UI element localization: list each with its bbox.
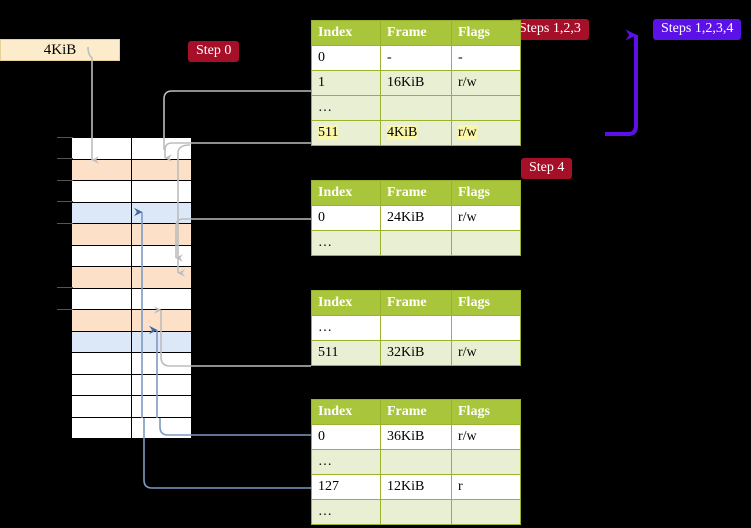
memory-boundary-tick — [57, 201, 73, 202]
table-cell: … — [311, 315, 381, 341]
highlighted-value: 511 — [318, 125, 339, 140]
table-row: … — [311, 95, 521, 121]
table-cell: r/w — [451, 120, 521, 146]
wire-steps-bracket — [605, 29, 638, 136]
memory-column-divider — [131, 138, 132, 439]
table-row: 0-- — [311, 45, 521, 71]
memory-boundary-tick — [57, 309, 73, 310]
table-cell — [380, 499, 452, 525]
table-cell: … — [311, 230, 381, 256]
table-cell: r/w — [451, 424, 521, 450]
table-cell: 12KiB — [380, 474, 452, 500]
table-cell: 1 — [311, 70, 381, 96]
badge-step-0: Step 0 — [188, 41, 240, 63]
column-header-frame: Frame — [380, 290, 452, 316]
column-header-flags: Flags — [451, 290, 521, 316]
highlighted-value: 4KiB — [387, 125, 418, 140]
table-cell: 24KiB — [380, 205, 452, 231]
table-cell: 0 — [311, 45, 381, 71]
badge-steps-1234: Steps 1,2,3,4 — [653, 19, 742, 41]
table-cell — [380, 95, 452, 121]
table-cell: 4KiB — [380, 120, 452, 146]
table-cell: 16KiB — [380, 70, 452, 96]
table-row: … — [311, 499, 521, 525]
table-cell: 32KiB — [380, 340, 452, 366]
wire-t2-to-memory — [175, 218, 311, 262]
frame-size-label: 4KiB — [43, 41, 77, 58]
wire-blue-path-helper — [145, 437, 160, 492]
column-header-frame: Frame — [380, 399, 452, 425]
badge-steps-123: Steps 1,2,3 — [511, 19, 589, 41]
table-cell — [451, 449, 521, 475]
table-cell: r/w — [451, 70, 521, 96]
table-cell: r/w — [451, 340, 521, 366]
table-cell: r — [451, 474, 521, 500]
table-cell — [451, 499, 521, 525]
table-cell — [380, 315, 452, 341]
table-cell: … — [311, 95, 381, 121]
column-header-flags: Flags — [451, 399, 521, 425]
memory-boundary-tick — [57, 287, 73, 288]
frame-size-box: 4KiB — [0, 39, 120, 61]
purple-arrow — [605, 29, 638, 136]
memory-boundary-tick — [57, 223, 73, 224]
badge-step-4: Step 4 — [521, 158, 573, 180]
memory-boundary-tick — [57, 180, 73, 181]
table-cell: - — [380, 45, 452, 71]
table-cell: … — [311, 499, 381, 525]
memory-boundary-tick — [57, 158, 73, 159]
table-cell — [451, 315, 521, 341]
table-row: … — [311, 315, 521, 341]
physical-memory-column — [71, 137, 191, 439]
table-cell — [380, 449, 452, 475]
table-row: … — [311, 449, 521, 475]
table-cell — [451, 95, 521, 121]
table-cell: - — [451, 45, 521, 71]
memory-boundary-tick — [57, 137, 73, 138]
column-header-flags: Flags — [451, 20, 521, 46]
table-cell: 0 — [311, 424, 381, 450]
table-cell: 511 — [311, 340, 381, 366]
table-cell: … — [311, 449, 381, 475]
column-header-index: Index — [311, 180, 381, 206]
table-row: 511 4KiB r/w — [311, 120, 521, 146]
column-header-frame: Frame — [380, 20, 452, 46]
table-cell — [451, 230, 521, 256]
column-header-frame: Frame — [380, 180, 452, 206]
column-header-index: Index — [311, 20, 381, 46]
highlighted-value: r/w — [458, 125, 477, 140]
table-cell: 127 — [311, 474, 381, 500]
column-header-index: Index — [311, 290, 381, 316]
column-header-index: Index — [311, 399, 381, 425]
table-cell: r/w — [451, 205, 521, 231]
table-cell: 511 — [311, 120, 381, 146]
table-cell — [380, 230, 452, 256]
table-cell: 36KiB — [380, 424, 452, 450]
table-cell: 0 — [311, 205, 381, 231]
column-header-flags: Flags — [451, 180, 521, 206]
table-row: … — [311, 230, 521, 256]
